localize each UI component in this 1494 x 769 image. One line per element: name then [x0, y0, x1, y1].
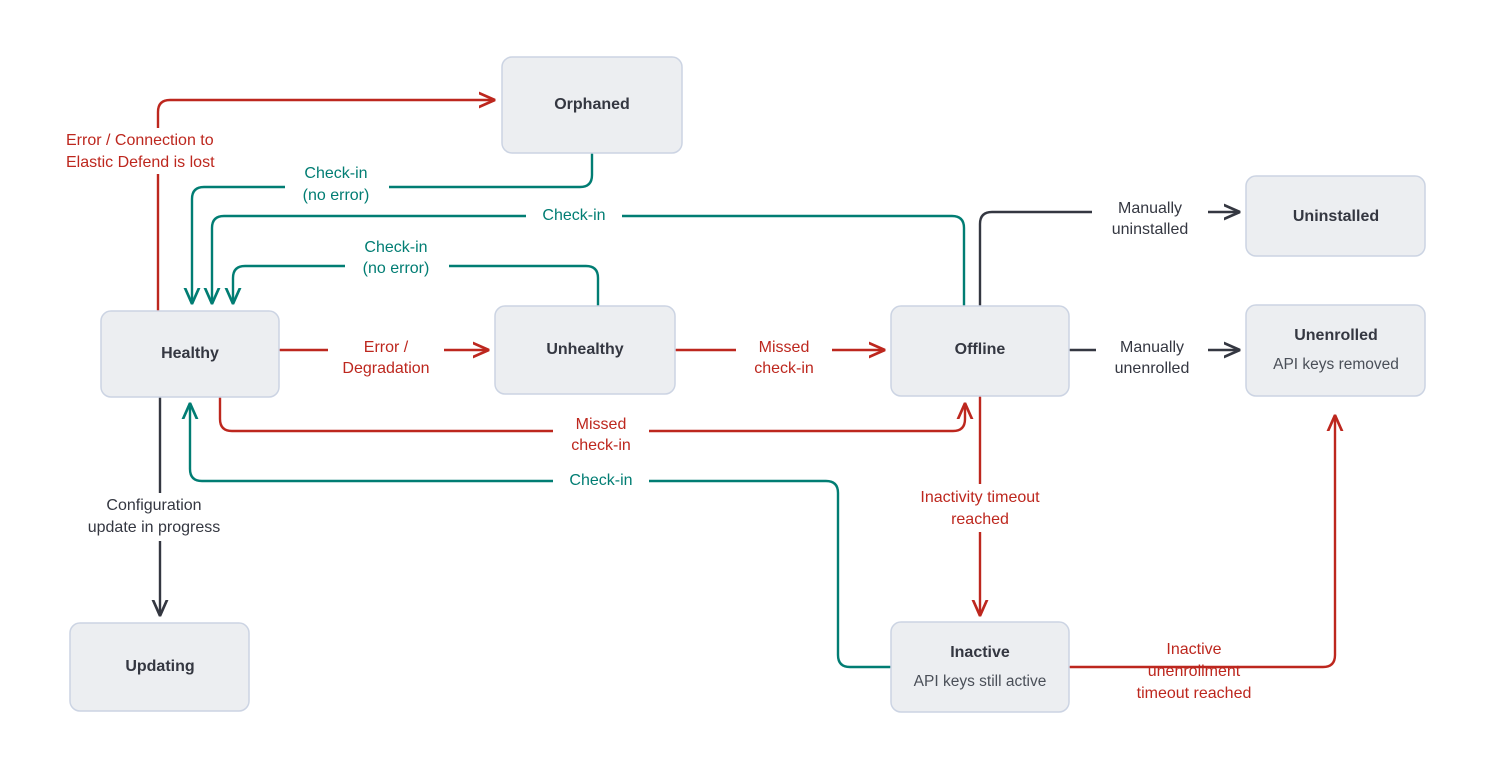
edge-inactive-to-healthy [190, 404, 892, 669]
edge-label-line2: update in progress [88, 519, 221, 536]
edge-label-inactive-to-unenrolled: Inactive unenrollment timeout reached [1108, 637, 1282, 702]
edge-label-offline-to-healthy: Check-in [526, 205, 622, 227]
node-updating-label: Updating [125, 658, 194, 675]
edge-label-offline-to-uninstalled: Manually uninstalled [1092, 200, 1208, 238]
node-healthy-label: Healthy [161, 345, 219, 362]
node-inactive[interactable]: Inactive API keys still active [890, 621, 1070, 713]
node-offline-box[interactable] [890, 305, 1070, 397]
edge-label-line2: check-in [571, 437, 631, 454]
edge-label-line1: Error / [364, 339, 409, 356]
edge-label-line1: Manually [1120, 339, 1184, 356]
node-unenrolled-box[interactable] [1245, 304, 1426, 397]
edge-label-line2: Elastic Defend is lost [66, 154, 215, 171]
node-orphaned[interactable]: Orphaned [501, 56, 683, 154]
edge-label-line2: (no error) [303, 187, 370, 204]
edge-label-healthy-to-updating: Configuration update in progress [74, 493, 234, 541]
node-unhealthy-box[interactable] [494, 305, 676, 395]
edge-label-line2: uninstalled [1112, 221, 1189, 238]
node-uninstalled-label: Uninstalled [1293, 208, 1379, 225]
node-inactive-label: Inactive [950, 644, 1010, 661]
edge-label-healthy-to-offline: Missed check-in [553, 416, 649, 454]
node-orphaned-box[interactable] [501, 56, 683, 154]
edge-label-line1: Missed [759, 339, 810, 356]
node-orphaned-label: Orphaned [554, 96, 630, 113]
node-unenrolled-label: Unenrolled [1294, 327, 1378, 344]
edge-label-line1: Inactive [1166, 641, 1221, 658]
node-offline[interactable]: Offline [890, 305, 1070, 397]
edge-label-unhealthy-to-healthy: Check-in (no error) [345, 239, 449, 277]
node-uninstalled[interactable]: Uninstalled [1245, 175, 1426, 257]
edge-label-line2: Degradation [342, 360, 429, 377]
edge-label-offline-to-unenrolled: Manually unenrolled [1096, 339, 1208, 377]
edge-label-line2: reached [951, 511, 1009, 528]
node-healthy[interactable]: Healthy [100, 310, 280, 398]
edge-label-healthy-to-orphaned: Error / Connection to Elastic Defend is … [62, 128, 248, 174]
edge-label-orphaned-to-healthy: Check-in (no error) [285, 165, 389, 204]
edge-label-line1: Check-in [542, 207, 605, 224]
node-uninstalled-box[interactable] [1245, 175, 1426, 257]
edge-label-line1: Configuration [106, 497, 201, 514]
edge-label-line3: timeout reached [1137, 685, 1252, 702]
node-unenrolled-sublabel: API keys removed [1273, 356, 1399, 373]
edge-label-line2: unenrolled [1115, 360, 1190, 377]
edge-offline-to-healthy [212, 214, 966, 308]
edge-label-line1: Error / Connection to [66, 132, 214, 149]
edge-label-line1: Inactivity timeout [920, 489, 1040, 506]
edge-label-line2: unenrollment [1148, 663, 1241, 680]
edge-label-line1: Check-in [304, 165, 367, 182]
edge-label-line1: Missed [576, 416, 627, 433]
node-updating-box[interactable] [69, 622, 250, 712]
node-healthy-box[interactable] [100, 310, 280, 398]
edge-label-healthy-to-unhealthy: Error / Degradation [328, 339, 444, 377]
edge-label-inactive-to-healthy: Check-in [553, 470, 649, 492]
node-inactive-sublabel: API keys still active [914, 673, 1047, 690]
node-unenrolled[interactable]: Unenrolled API keys removed [1245, 304, 1426, 397]
edge-inactive-to-unenrolled [1068, 416, 1335, 669]
node-unhealthy[interactable]: Unhealthy [494, 305, 676, 395]
node-updating[interactable]: Updating [69, 622, 250, 712]
edge-label-offline-to-inactive: Inactivity timeout reached [900, 484, 1060, 532]
edge-healthy-to-orphaned [156, 100, 494, 313]
edge-label-line2: check-in [754, 360, 814, 377]
edge-orphaned-to-healthy [192, 152, 594, 303]
edge-label-line1: Check-in [569, 472, 632, 489]
edge-label-line1: Check-in [364, 239, 427, 256]
edge-label-line1: Manually [1118, 200, 1182, 217]
node-offline-label: Offline [955, 341, 1006, 358]
node-unhealthy-label: Unhealthy [546, 341, 623, 358]
edge-offline-to-uninstalled [978, 212, 1239, 308]
edge-label-line2: (no error) [363, 260, 430, 277]
node-inactive-box[interactable] [890, 621, 1070, 713]
edge-label-unhealthy-to-offline: Missed check-in [736, 339, 832, 377]
